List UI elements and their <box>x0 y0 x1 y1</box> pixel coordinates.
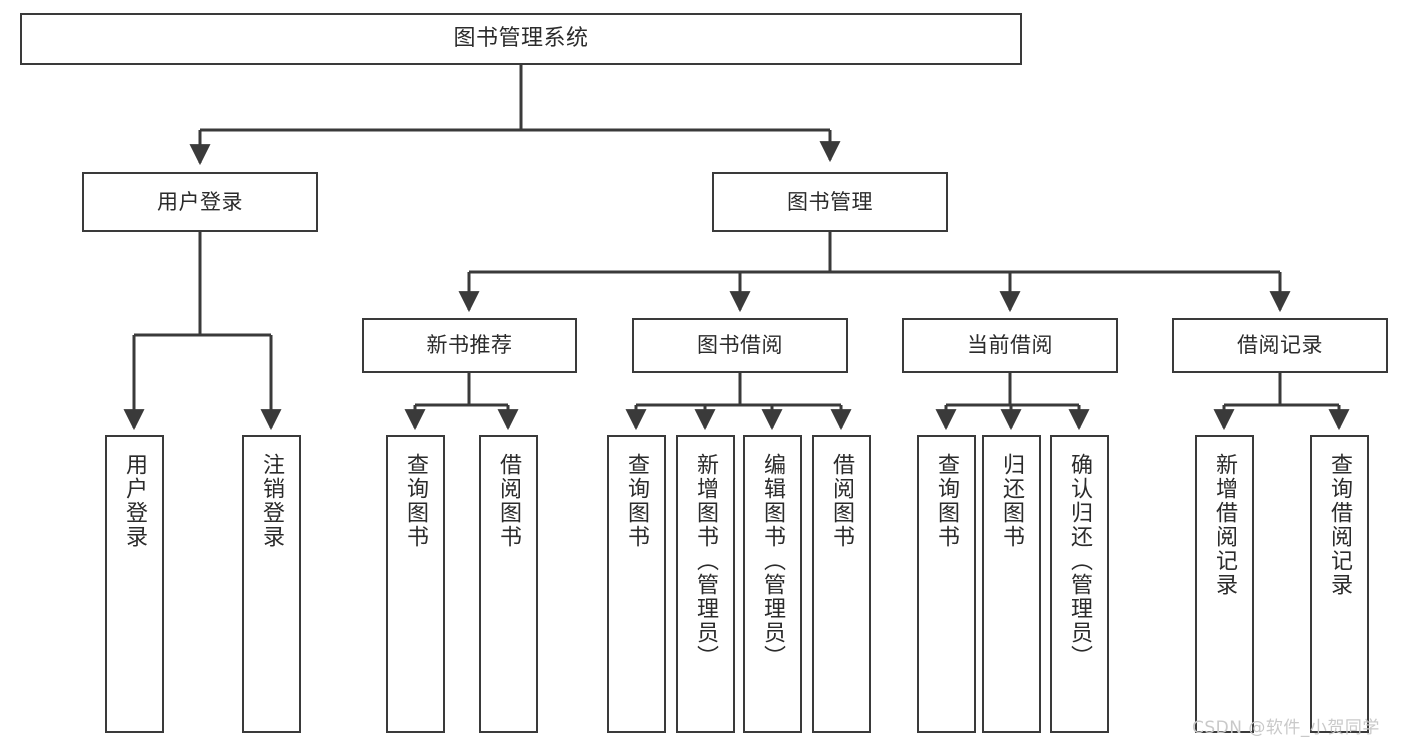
node-label: 当前借阅 <box>967 333 1053 358</box>
node-label: 注销登录 <box>259 453 285 549</box>
leaf-edit-book-admin[interactable]: 编辑图书（管理员） <box>743 435 802 733</box>
node-label: 图书管理 <box>787 189 873 214</box>
leaf-user-logout[interactable]: 注销登录 <box>242 435 301 733</box>
node-user-login[interactable]: 用户登录 <box>82 172 318 232</box>
leaf-query-book-borrow[interactable]: 查询图书 <box>607 435 666 733</box>
node-label: 查询图书 <box>624 453 650 549</box>
leaf-borrow-book-recommend[interactable]: 借阅图书 <box>479 435 538 733</box>
leaf-query-book-current[interactable]: 查询图书 <box>917 435 976 733</box>
node-label: 用户登录 <box>157 189 243 214</box>
node-label: 编辑图书（管理员） <box>760 453 786 669</box>
leaf-query-borrow-record[interactable]: 查询借阅记录 <box>1310 435 1369 733</box>
node-label: 确认归还（管理员） <box>1067 453 1093 669</box>
leaf-return-book[interactable]: 归还图书 <box>982 435 1041 733</box>
node-current-borrow[interactable]: 当前借阅 <box>902 318 1118 373</box>
node-label: 新增借阅记录 <box>1212 453 1238 597</box>
node-label: 借阅图书 <box>496 453 522 549</box>
node-book-manage[interactable]: 图书管理 <box>712 172 948 232</box>
node-book-borrow[interactable]: 图书借阅 <box>632 318 848 373</box>
leaf-user-login[interactable]: 用户登录 <box>105 435 164 733</box>
leaf-confirm-return-admin[interactable]: 确认归还（管理员） <box>1050 435 1109 733</box>
leaf-add-borrow-record[interactable]: 新增借阅记录 <box>1195 435 1254 733</box>
node-label: 借阅记录 <box>1237 333 1323 358</box>
watermark-csdn: CSDN @软件_小贺同学 <box>1192 718 1380 738</box>
node-label: 新增图书（管理员） <box>693 453 719 669</box>
node-label: 图书借阅 <box>697 333 783 358</box>
node-label: 查询借阅记录 <box>1327 453 1353 597</box>
leaf-borrow-book[interactable]: 借阅图书 <box>812 435 871 733</box>
node-label: 查询图书 <box>934 453 960 549</box>
node-borrow-record[interactable]: 借阅记录 <box>1172 318 1388 373</box>
leaf-query-book-recommend[interactable]: 查询图书 <box>386 435 445 733</box>
node-root-system[interactable]: 图书管理系统 <box>20 13 1022 65</box>
node-label: 查询图书 <box>403 453 429 549</box>
node-label: 用户登录 <box>122 453 148 549</box>
node-label: 图书管理系统 <box>453 26 589 52</box>
node-new-book-recommend[interactable]: 新书推荐 <box>362 318 577 373</box>
node-label: 归还图书 <box>999 453 1025 549</box>
node-label: 借阅图书 <box>829 453 855 549</box>
leaf-add-book-admin[interactable]: 新增图书（管理员） <box>676 435 735 733</box>
node-label: 新书推荐 <box>426 333 513 358</box>
